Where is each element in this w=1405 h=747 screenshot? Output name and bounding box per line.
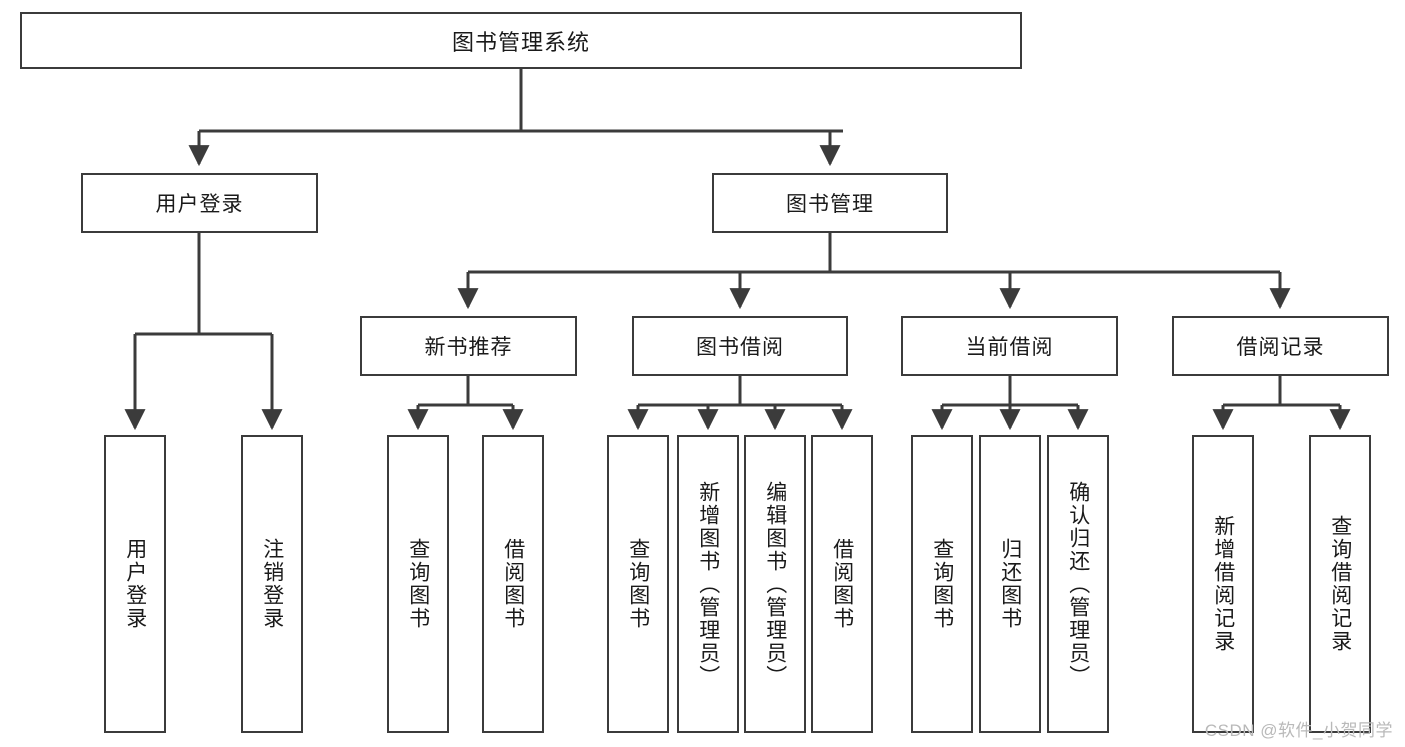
leaf-query-book-borrow[interactable]: 查询图书	[607, 435, 669, 733]
leaf-query-book-recommend[interactable]: 查询图书	[387, 435, 449, 733]
leaf-add-borrow-record[interactable]: 新增借阅记录	[1192, 435, 1254, 733]
leaf-logout[interactable]: 注销登录	[241, 435, 303, 733]
leaf-user-login[interactable]: 用户登录	[104, 435, 166, 733]
node-root-system[interactable]: 图书管理系统	[20, 12, 1022, 69]
leaf-confirm-return[interactable]: 确认归还（管理员）	[1047, 435, 1109, 733]
leaf-query-book-current[interactable]: 查询图书	[911, 435, 973, 733]
leaf-borrow-book-recommend[interactable]: 借阅图书	[482, 435, 544, 733]
node-label: 注销登录	[260, 538, 284, 630]
node-label: 归还图书	[998, 538, 1022, 630]
node-label: 新增借阅记录	[1211, 515, 1235, 653]
node-label: 新增图书（管理员）	[696, 480, 720, 688]
node-borrow-record[interactable]: 借阅记录	[1172, 316, 1389, 376]
node-label: 查询借阅记录	[1328, 515, 1352, 653]
node-label: 当前借阅	[965, 336, 1054, 359]
leaf-borrow-book[interactable]: 借阅图书	[811, 435, 873, 733]
leaf-add-book[interactable]: 新增图书（管理员）	[677, 435, 739, 733]
leaf-edit-book[interactable]: 编辑图书（管理员）	[744, 435, 806, 733]
node-label: 图书管理	[786, 193, 874, 216]
node-label: 查询图书	[406, 538, 430, 630]
node-label: 图书借阅	[696, 336, 784, 359]
node-label: 借阅记录	[1236, 336, 1325, 359]
node-label: 用户登录	[123, 538, 147, 630]
leaf-query-borrow-record[interactable]: 查询借阅记录	[1309, 435, 1371, 733]
node-new-book-recommend[interactable]: 新书推荐	[360, 316, 577, 376]
node-label: 查询图书	[626, 538, 650, 630]
watermark: CSDN @软件_小贺同学	[1204, 721, 1393, 740]
node-label: 借阅图书	[501, 538, 525, 630]
node-label: 图书管理系统	[451, 29, 590, 55]
node-book-borrow[interactable]: 图书借阅	[632, 316, 848, 376]
node-label: 查询图书	[930, 538, 954, 630]
node-label: 用户登录	[155, 193, 244, 216]
node-user-login[interactable]: 用户登录	[81, 173, 318, 233]
node-label: 确认归还（管理员）	[1066, 480, 1090, 688]
node-label: 编辑图书（管理员）	[763, 480, 787, 688]
node-current-borrow[interactable]: 当前借阅	[901, 316, 1118, 376]
node-book-management[interactable]: 图书管理	[712, 173, 948, 233]
leaf-return-book[interactable]: 归还图书	[979, 435, 1041, 733]
node-label: 新书推荐	[424, 336, 513, 359]
node-label: 借阅图书	[830, 538, 854, 630]
